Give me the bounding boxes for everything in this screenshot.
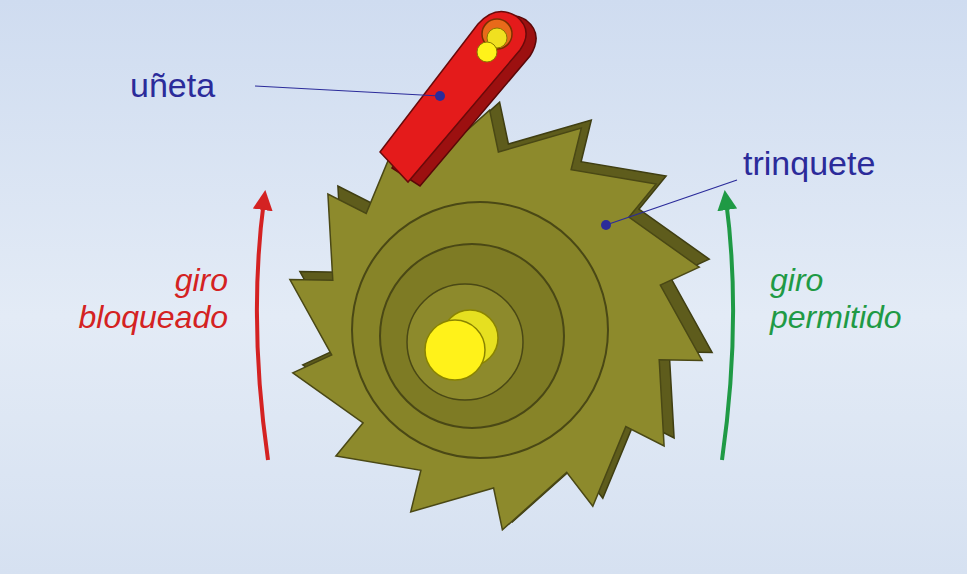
- part-label: uñeta: [130, 66, 215, 105]
- ratchet-ring: [352, 202, 608, 458]
- pawl-pivot: [477, 42, 497, 62]
- rotation-label: giro permitido: [770, 262, 902, 336]
- leader-dot: [601, 220, 611, 230]
- shaft: [425, 320, 485, 380]
- ratchet-hub: [407, 284, 523, 400]
- rotation-label: giro bloqueado: [79, 262, 228, 336]
- leader-line: [255, 86, 440, 96]
- part-label: trinquete: [743, 144, 875, 183]
- ratchet-hub-ring: [380, 244, 564, 428]
- ratchet-wheel: [290, 110, 702, 530]
- leader-line: [606, 180, 737, 225]
- allowed-arrow: [722, 200, 733, 460]
- pawl: [380, 12, 526, 183]
- blocked-arrow: [257, 200, 268, 460]
- leader-dot: [435, 91, 445, 101]
